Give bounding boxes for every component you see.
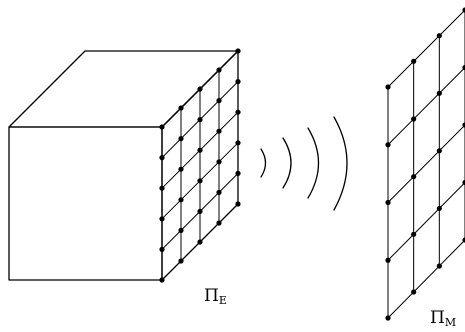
pi-e-lattice-dot (159, 246, 165, 252)
pi-e-lattice-dot (235, 79, 241, 85)
pi-m-lattice-dot (411, 58, 417, 64)
pi-m-grid-line-h (387, 124, 465, 203)
pi-e-lattice-dot (178, 105, 184, 111)
label-pi-m: ΠM (430, 308, 456, 327)
pi-m-lattice-dot (436, 33, 442, 39)
pi-m-grid-line-h (387, 9, 465, 88)
wave-arc-2 (282, 137, 292, 189)
pi-e-lattice-dot (197, 208, 203, 214)
pi-e-lattice-dot (235, 48, 241, 54)
pi-m-grid-line-h (387, 239, 465, 319)
pi-m-lattice-dot (411, 116, 417, 122)
pi-m-grid-line-h (387, 182, 465, 261)
pi-e-lattice-dot (197, 239, 203, 245)
pi-m-lattice-dot (462, 7, 465, 13)
pi-e-lattice-dot (159, 277, 165, 283)
label-pi-e: ΠE (204, 286, 227, 307)
pi-m-lattice-dot (436, 263, 442, 269)
pi-e-lattice-dot (197, 178, 203, 184)
pi-m-grid-line-h (387, 67, 465, 146)
pi-m-lattice-dot (411, 231, 417, 237)
pi-e-lattice-dot (159, 124, 165, 130)
pi-e-lattice-dot (159, 185, 165, 191)
label-pi-m-symbol: Π (430, 308, 445, 327)
pi-m-lattice-dot (385, 199, 391, 206)
pi-m-lattice-dot (411, 174, 417, 180)
pi-e-lattice-dot (216, 220, 222, 226)
pi-e-lattice-dot (235, 109, 241, 115)
pi-e-lattice-dot (159, 155, 165, 161)
wave-arcs (260, 116, 348, 211)
pi-m-lattice-dot (462, 237, 465, 243)
wave-arc-4 (333, 116, 348, 211)
wave-arc-3 (307, 127, 320, 199)
pi-e-lattice-dot (159, 216, 165, 222)
label-pi-e-subscript: E (219, 294, 227, 307)
pi-e-lattice-dot (197, 117, 203, 123)
pi-m-lattice-dot (462, 122, 465, 128)
label-pi-e-symbol: Π (204, 286, 219, 306)
pi-e-lattice-dot (178, 258, 184, 264)
pi-m-lattice-dot (385, 142, 391, 148)
pi-m-lattice-dot (436, 90, 442, 96)
pi-e-lattice-dot (197, 86, 203, 92)
wave-arc-1 (260, 148, 267, 178)
pi-e-lattice-dot (178, 227, 184, 233)
pi-m-lattice-dot (436, 205, 442, 212)
lattice-m (385, 7, 465, 321)
pi-e-lattice-dot (178, 166, 184, 172)
pi-m-lattice-dot (436, 148, 442, 154)
pi-e-lattice-dot (235, 140, 241, 146)
pi-m-lattice-dot (411, 289, 417, 295)
label-pi-m-subscript: M (445, 316, 456, 327)
pi-e-lattice-dot (216, 189, 222, 195)
pi-m-lattice-dot (385, 84, 391, 90)
pi-m-lattice-dot (385, 257, 391, 263)
pi-m-lattice-dot (462, 179, 465, 186)
lattice-e (159, 48, 241, 283)
pi-e-lattice-dot (216, 159, 222, 165)
cube-front-face (8, 126, 163, 281)
pi-m-lattice-dot (385, 315, 391, 321)
pi-e-lattice-dot (178, 136, 184, 142)
pi-e-lattice-dot (178, 197, 184, 203)
pi-e-lattice-dot (216, 128, 222, 134)
pi-e-lattice-dot (235, 201, 241, 207)
pi-e-lattice-dot (235, 170, 241, 176)
pi-e-lattice-dot (197, 147, 203, 153)
pi-e-lattice-dot (216, 67, 222, 73)
pi-e-lattice-dot (216, 98, 222, 104)
pi-m-lattice-dot (462, 64, 465, 71)
